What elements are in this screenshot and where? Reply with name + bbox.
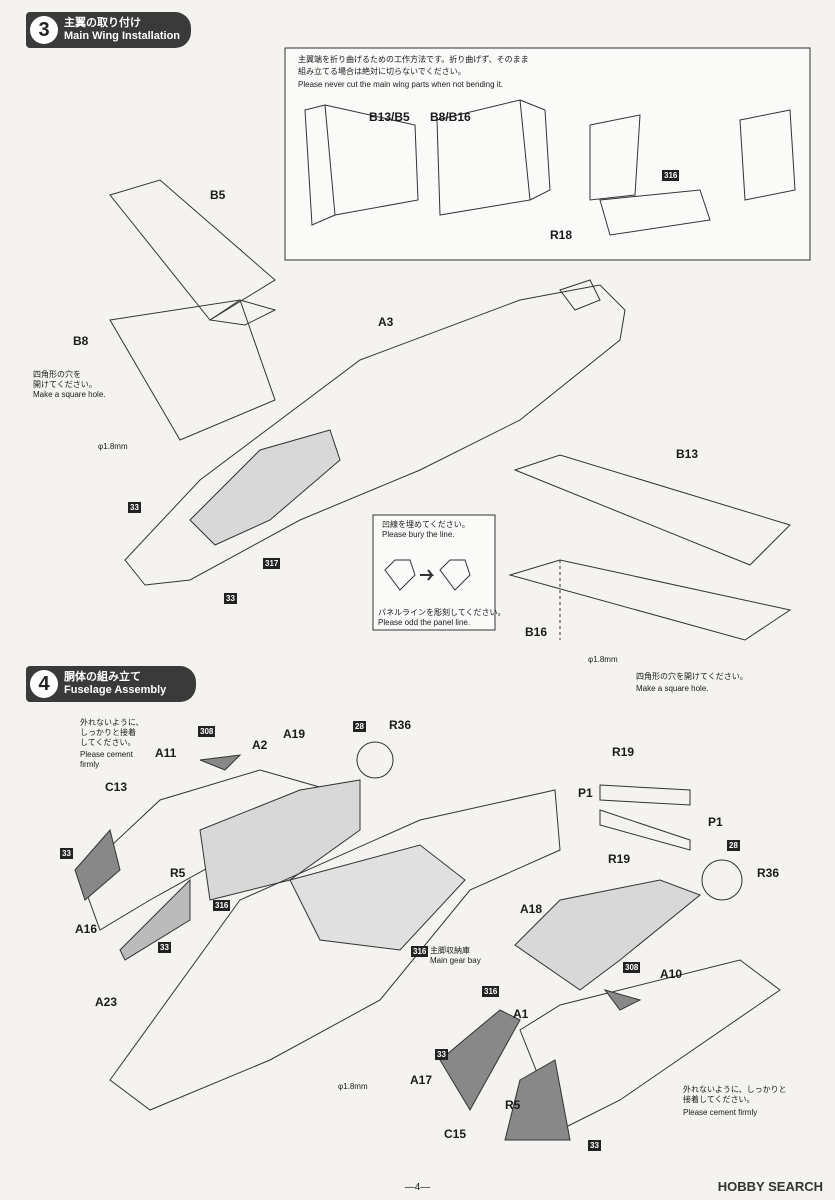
part-label: A1 — [513, 1007, 529, 1021]
cement-note-jp: 外れないように、 しっかりと接着 してください。 — [80, 718, 144, 747]
part-label: A19 — [283, 727, 306, 741]
paint-code: 308 — [623, 962, 641, 973]
part-label: P1 — [708, 815, 723, 829]
paint-code: 316 — [213, 900, 231, 911]
paint-code: 28 — [727, 840, 740, 851]
cement-note-en: Please cement firmly — [80, 750, 133, 769]
part-label: B8/B16 — [430, 110, 471, 124]
part-label: R36 — [757, 866, 780, 880]
part-label: P1 — [578, 786, 593, 800]
part-label: B13/B5 — [369, 110, 410, 124]
square-hole-note-en: Make a square hole. — [636, 684, 709, 693]
part-label: A23 — [95, 995, 118, 1009]
step-title-en: Fuselage Assembly — [64, 684, 167, 696]
part-label: B13 — [676, 447, 699, 461]
bury-line-jp: 凹線を埋めてください。 — [382, 520, 470, 529]
paint-code: 316 — [482, 986, 500, 997]
part-label: A18 — [520, 902, 543, 916]
part-label: B5 — [210, 188, 226, 202]
part-label: C15 — [444, 1127, 467, 1141]
gear-bay-jp: 主脚収納庫 — [430, 946, 470, 955]
cement-note-jp: 外れないように、しっかりと 接着してください。 — [683, 1085, 787, 1104]
paint-code: 33 — [158, 942, 171, 953]
step-4-header: 4 胴体の組み立て Fuselage Assembly — [26, 666, 196, 702]
paint-code: 33 — [435, 1049, 448, 1060]
part-label: R19 — [612, 745, 635, 759]
drill-size: φ1.8mm — [338, 1082, 368, 1091]
step-number: 4 — [30, 670, 58, 698]
inset-note-jp-1: 主翼端を折り曲げるための工作方法です。折り曲げず、そのまま — [298, 55, 529, 64]
panel-line-en: Please odd the panel line. — [378, 618, 471, 627]
square-hole-note-jp: 四角形の穴を開けてください。 — [636, 672, 748, 681]
panel-line-jp: パネルラインを彫刻してください。 — [378, 608, 506, 617]
cement-note-en: Please cement firmly — [683, 1108, 758, 1117]
paint-code: 316 — [411, 946, 429, 957]
inset-note-jp-2: 組み立てる場合は絶対に切らないでください。 — [298, 67, 466, 76]
part-label: B8 — [73, 334, 89, 348]
square-hole-note-jp: 四角形の穴を 開けてください。 — [33, 370, 97, 389]
part-label: R5 — [170, 866, 186, 880]
gear-bay-en: Main gear bay — [430, 956, 481, 965]
paint-code: 33 — [60, 848, 73, 859]
square-hole-note-en: Make a square hole. — [33, 390, 106, 399]
step-title-jp: 胴体の組み立て — [64, 671, 141, 683]
bury-line-en: Please bury the line. — [382, 530, 455, 539]
part-label: R19 — [608, 852, 631, 866]
part-label: A3 — [378, 315, 394, 329]
paint-code: 33 — [224, 593, 237, 604]
drill-size: φ1.8mm — [98, 442, 128, 451]
step-title-en: Main Wing Installation — [64, 30, 181, 42]
part-label: A2 — [252, 738, 268, 752]
part-label: C13 — [105, 780, 128, 794]
step-number: 3 — [30, 16, 58, 44]
paint-code: 316 — [662, 170, 680, 181]
step-3-header: 3 主翼の取り付け Main Wing Installation — [26, 12, 191, 48]
paint-code: 317 — [263, 558, 281, 569]
step-title: 胴体の組み立て Fuselage Assembly — [64, 671, 166, 697]
drill-size: φ1.8mm — [588, 655, 618, 664]
brand-watermark: HOBBY SEARCH — [717, 1179, 823, 1194]
paint-code: 33 — [588, 1140, 601, 1151]
part-label: R36 — [389, 718, 412, 732]
part-label: A16 — [75, 922, 98, 936]
part-label: A17 — [410, 1073, 433, 1087]
part-label: A11 — [155, 746, 177, 760]
paint-code: 28 — [353, 721, 366, 732]
part-label: B16 — [525, 625, 548, 639]
part-label: R5 — [505, 1098, 521, 1112]
step-title: 主翼の取り付け Main Wing Installation — [64, 17, 180, 43]
step-title-jp: 主翼の取り付け — [64, 17, 141, 29]
part-label: R18 — [550, 228, 573, 242]
part-label: A10 — [660, 967, 683, 981]
paint-code: 308 — [198, 726, 216, 737]
paint-code: 33 — [128, 502, 141, 513]
page-number: —4— — [404, 1182, 431, 1193]
inset-note-en: Please never cut the main wing parts whe… — [298, 80, 504, 89]
